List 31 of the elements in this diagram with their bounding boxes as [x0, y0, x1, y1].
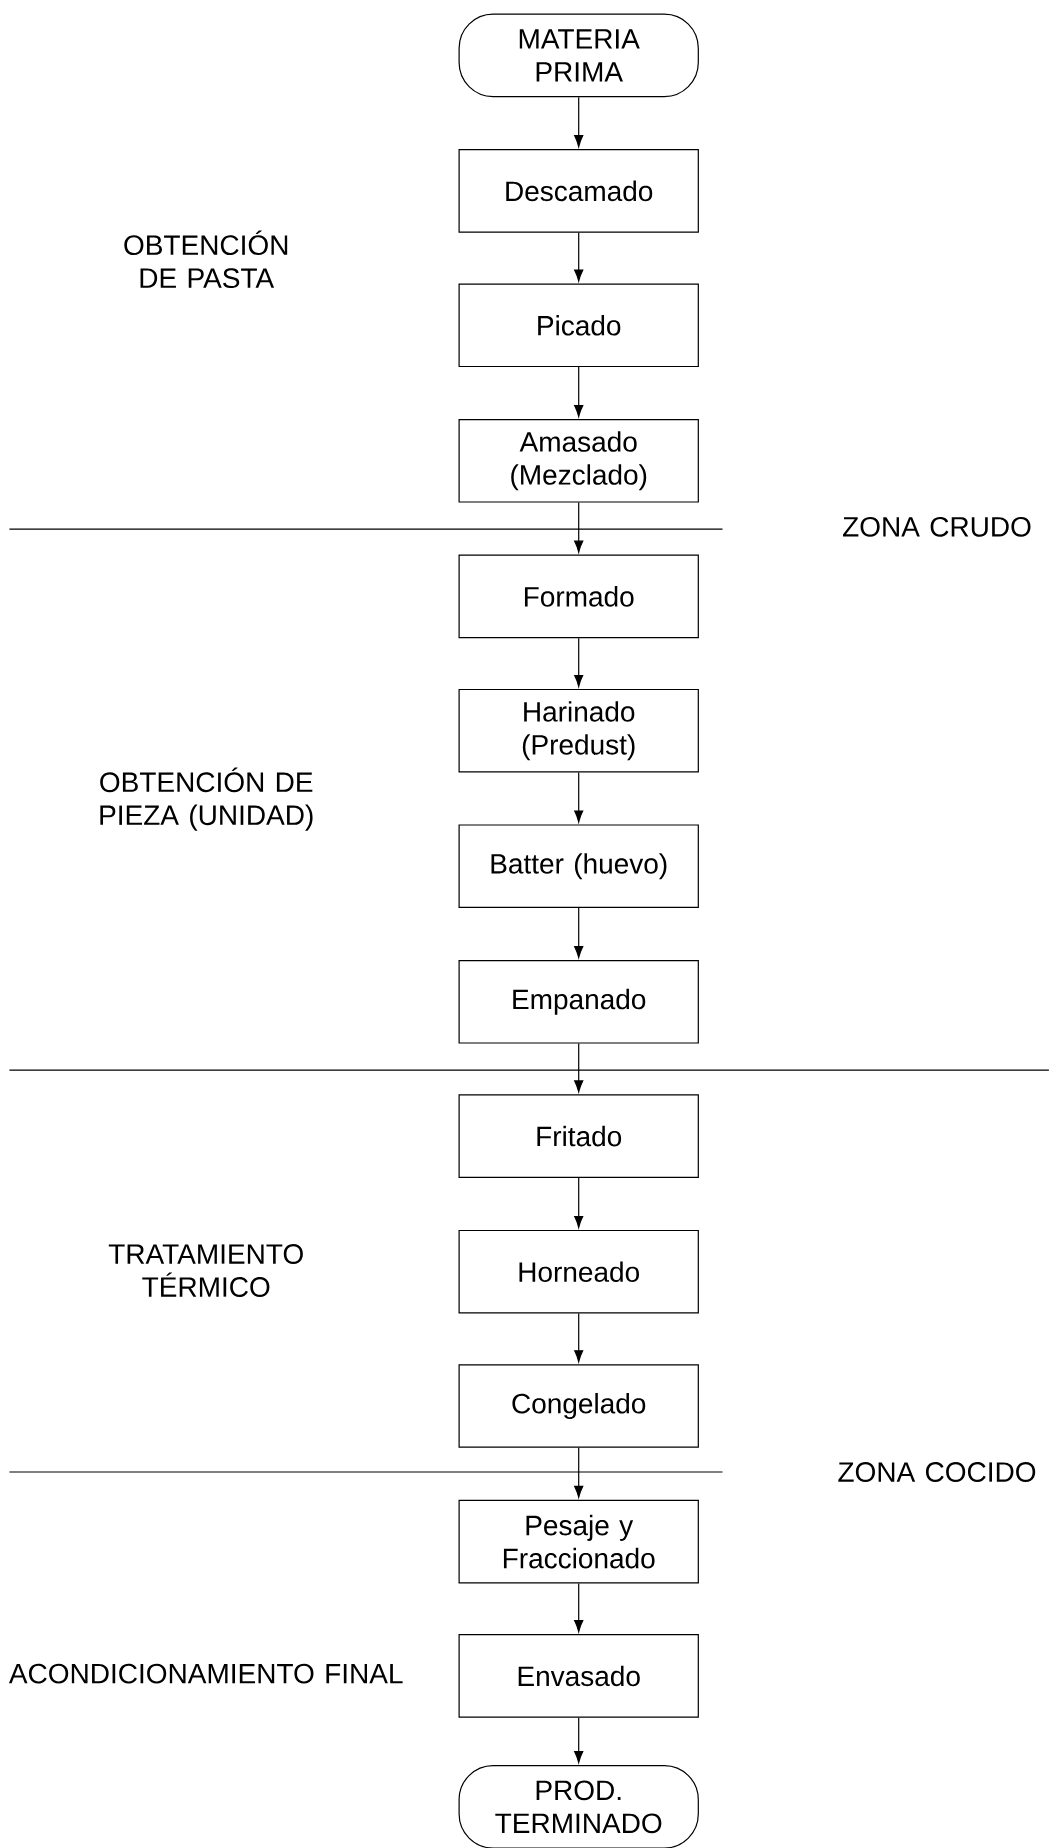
process-box: Amasado (Mezclado)	[458, 419, 699, 503]
section-label: OBTENCIÓN DE PIEZA (UNIDAD)	[100, 767, 313, 831]
process-box: Horneado	[458, 1229, 699, 1314]
section-label: TRATAMIENTO TÉRMICO	[108, 1244, 303, 1297]
process-box: Harinado (Predust)	[458, 688, 699, 773]
arrow	[574, 232, 584, 282]
arrow	[574, 771, 584, 823]
process-box: Pesaje y Fraccionado	[458, 1499, 699, 1584]
arrow	[574, 1312, 584, 1363]
arrow	[574, 1447, 584, 1498]
process-box: Empanado	[458, 960, 699, 1044]
arrow	[574, 907, 584, 959]
section-label: OBTENCIÓN DE PASTA	[124, 230, 288, 289]
arrow	[574, 1043, 584, 1093]
arrow	[574, 96, 584, 148]
arrow	[574, 1717, 584, 1764]
arrow	[574, 1582, 584, 1633]
process-box: Congelado	[458, 1364, 699, 1448]
process-box: Batter (huevo)	[458, 824, 699, 908]
process-box: Envasado	[458, 1634, 699, 1718]
process-box: Descamado	[458, 149, 699, 233]
arrow	[574, 366, 584, 418]
section-label: ACONDICIONAMIENTO FINAL	[8, 1663, 403, 1684]
process-box: Formado	[458, 554, 699, 639]
arrow	[574, 1177, 584, 1228]
process-box: Picado	[458, 283, 699, 368]
arrow	[574, 502, 584, 553]
section-label: ZONA CRUDO	[843, 516, 1031, 537]
arrow	[574, 637, 584, 687]
process-box: Fritado	[458, 1094, 699, 1178]
section-label: ZONA COCIDO	[838, 1462, 1036, 1482]
